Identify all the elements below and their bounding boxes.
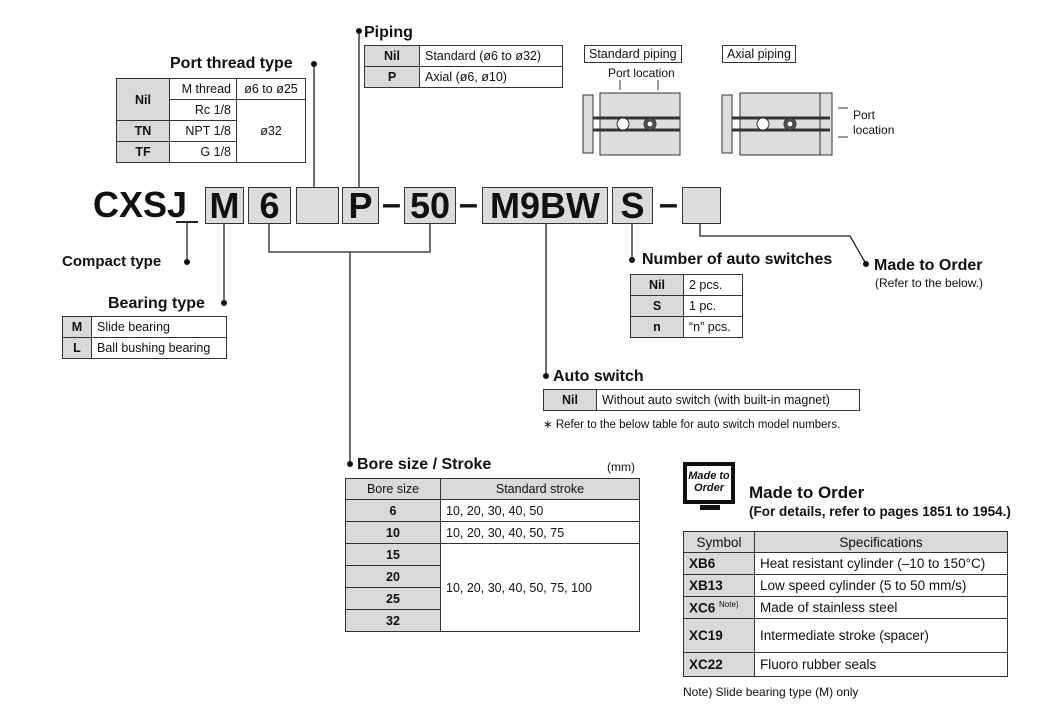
code-dash: – (459, 185, 478, 223)
standard-piping-cylinder-drawing (582, 92, 681, 156)
port-thread-title: Port thread type (170, 55, 293, 72)
model-prefix: CXSJ (93, 184, 188, 225)
mto-title: Made to Order (749, 483, 865, 502)
code-piping-box: P (342, 187, 379, 224)
mto-ref-title: Made to Order (874, 257, 983, 274)
auto-switch-title: Auto switch (553, 368, 644, 385)
code-dash: – (659, 185, 678, 223)
axial-piping-cylinder-drawing (721, 92, 848, 156)
bearing-type-title: Bearing type (108, 295, 205, 312)
code-stroke-box: 50 (404, 187, 456, 224)
standard-piping-label: Standard piping (584, 45, 682, 63)
port-label: Port (853, 108, 876, 122)
mto-note: Note) Slide bearing type (M) only (683, 685, 859, 699)
axial-piping-label: Axial piping (722, 45, 796, 63)
code-bore-box: 6 (248, 187, 291, 224)
code-switch-box: M9BW (482, 187, 608, 224)
code-port-box (296, 187, 339, 224)
switch-count-title: Number of auto switches (642, 251, 833, 268)
port-location-label: Port location (608, 66, 675, 80)
code-count-box: S (612, 187, 653, 224)
bore-unit: (mm) (607, 460, 635, 474)
auto-switch-note: ∗ Refer to the below table for auto swit… (543, 419, 841, 431)
piping-title: Piping (364, 24, 413, 41)
mto-ref-sub: (Refer to the below.) (875, 276, 984, 290)
mto-sub: (For details, refer to pages 1851 to 195… (749, 504, 1011, 519)
code-mto-box (682, 187, 721, 224)
compact-type-title: Compact type (62, 253, 162, 270)
bore-stroke-title: Bore size / Stroke (357, 456, 492, 473)
code-dash: – (382, 185, 401, 223)
code-bearing-box: M (205, 187, 244, 224)
location-label: location (853, 123, 895, 137)
